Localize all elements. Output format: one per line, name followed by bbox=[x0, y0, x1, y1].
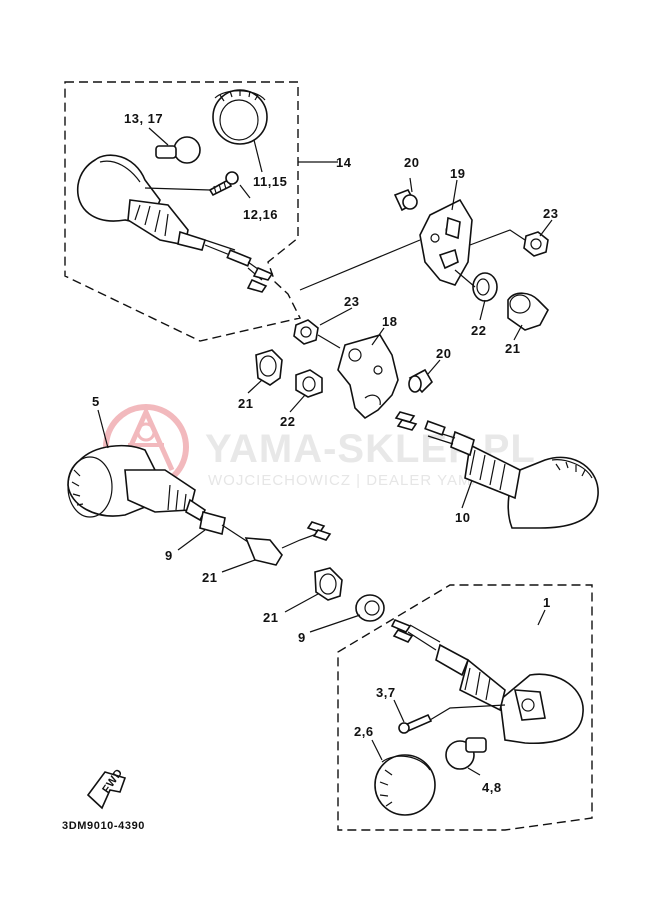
leader-12-16 bbox=[239, 184, 251, 199]
callout-22-top: 22 bbox=[471, 323, 486, 338]
leader-14-bracket bbox=[299, 239, 421, 291]
callout-23-top: 23 bbox=[543, 206, 558, 221]
callout-10: 10 bbox=[455, 510, 470, 525]
callout-20-mid: 20 bbox=[436, 346, 451, 361]
cap-20-top bbox=[393, 189, 418, 212]
nut-9-lower bbox=[355, 594, 385, 622]
leader-lines bbox=[97, 177, 553, 776]
bulb-13-17 bbox=[155, 136, 201, 164]
nut-22-top bbox=[472, 272, 498, 302]
cap-20-mid bbox=[408, 368, 434, 394]
leader-11-15 bbox=[253, 139, 263, 173]
callout-21-mid: 21 bbox=[238, 396, 253, 411]
grommet-21-mid bbox=[255, 349, 283, 386]
callout-20-top: 20 bbox=[404, 155, 419, 170]
flasher-5 bbox=[67, 444, 332, 566]
callout-9-lower: 9 bbox=[298, 630, 306, 645]
group-box-1 bbox=[337, 584, 593, 831]
grommet-21-top bbox=[507, 292, 549, 331]
callout-22-mid: 22 bbox=[280, 414, 295, 429]
callout-18: 18 bbox=[382, 314, 397, 329]
leader-13-17 bbox=[148, 127, 169, 146]
callout-labels: 13, 17 11,15 12,16 14 20 19 23 23 18 20 … bbox=[92, 111, 558, 795]
callout-19: 19 bbox=[450, 166, 465, 181]
callout-11-15: 11,15 bbox=[253, 174, 287, 189]
flasher-assembly-14 bbox=[77, 89, 274, 293]
callout-21-top: 21 bbox=[505, 341, 520, 356]
callout-21-left: 21 bbox=[202, 570, 217, 585]
flasher-assembly-1 bbox=[374, 618, 584, 816]
callout-2-6: 2,6 bbox=[354, 724, 374, 739]
group-box-14 bbox=[64, 81, 302, 342]
callout-23-mid: 23 bbox=[344, 294, 359, 309]
nut-23-top bbox=[523, 231, 549, 257]
screw-12-16 bbox=[208, 171, 239, 197]
grommet-21-lower bbox=[314, 567, 343, 601]
callout-12-16: 12,16 bbox=[243, 207, 278, 222]
fwd-arrow-icon: FWD bbox=[86, 767, 127, 810]
leader-bracket-nut bbox=[454, 269, 476, 288]
flasher-10 bbox=[394, 411, 599, 529]
callout-3-7: 3,7 bbox=[376, 685, 396, 700]
bracket-19 bbox=[419, 198, 473, 286]
callout-13-17: 13, 17 bbox=[124, 111, 163, 126]
callout-4-8: 4,8 bbox=[482, 780, 502, 795]
callout-14: 14 bbox=[336, 155, 352, 170]
diagram-code: 3DM9010-4390 bbox=[62, 820, 145, 832]
leader-screw bbox=[144, 187, 211, 191]
lens-ring-11-15 bbox=[212, 89, 268, 145]
callout-5: 5 bbox=[92, 394, 100, 409]
nut-22-mid bbox=[295, 369, 323, 398]
callout-9-upper: 9 bbox=[165, 548, 173, 563]
callout-21-lower: 21 bbox=[263, 610, 278, 625]
leader-19-23 bbox=[469, 229, 526, 246]
bracket-18 bbox=[337, 334, 399, 420]
nut-23-mid bbox=[293, 319, 341, 349]
watermark: YAMA-SKLEP.PL WOJCIECHOWICZ | DEALER YAM… bbox=[103, 404, 535, 490]
watermark-tagline: WOJCIECHOWICZ | DEALER YAMAHA bbox=[208, 472, 505, 489]
callout-1: 1 bbox=[543, 595, 551, 610]
